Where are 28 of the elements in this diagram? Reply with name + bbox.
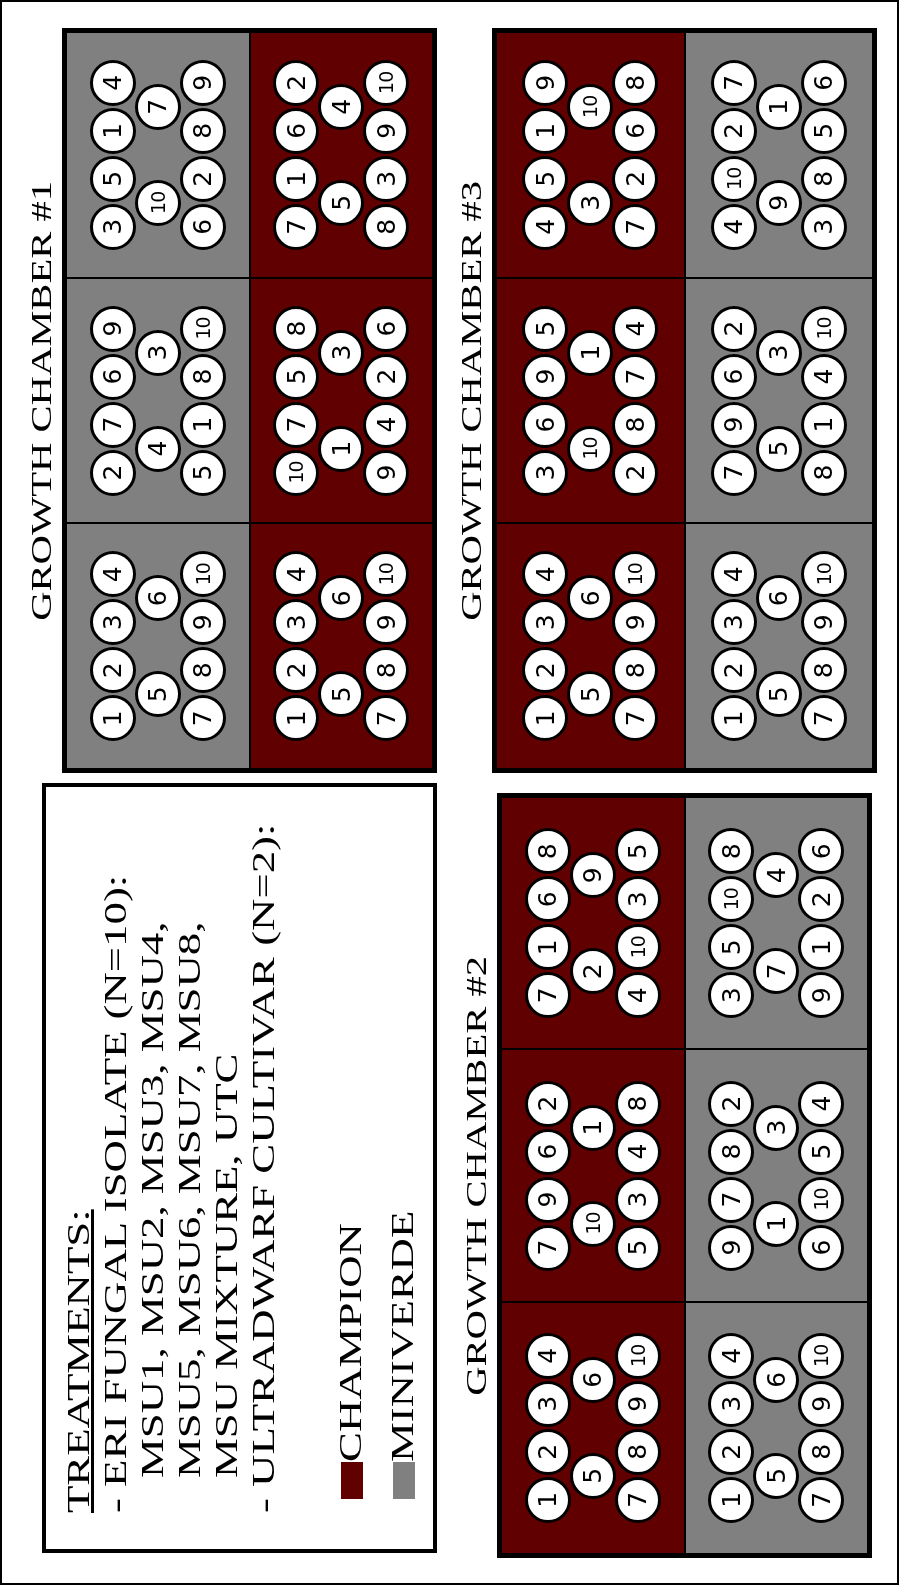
legend-label: MINIVERDE [386,1210,418,1462]
tray-cell [685,1050,867,1301]
treatment-text: TREATMENTS: [60,1209,97,1513]
tray-cell [502,1050,684,1301]
tray-cell [497,524,684,768]
tray-cell [67,33,249,277]
treatments-panel [42,783,437,1553]
tray-cell [502,1302,684,1553]
tray-cell [250,33,432,277]
legend-label: CHAMPION [334,1223,366,1462]
treatment-text: - ERI FUNGAL ISOLATE (N=10): [97,874,134,1513]
tray-cell [685,798,867,1049]
tray-cell [497,278,684,523]
tray-cell [67,278,249,523]
tray-cell [250,524,432,768]
chamber-title: GROWTH CHAMBER #1 [26,180,56,621]
tray-cell [685,1302,867,1553]
tray-cell [250,278,432,523]
treatment-text: MSU1, MSU2, MSU3, MSU4, MSU5, MSU6, MSU7, MSU8, MSU MIXTURE, UTC [134,920,245,1480]
tray-cell [685,33,872,277]
treatment-text: - ULTRADWARF CULTIVAR (N=2): [245,823,282,1513]
tray-cell [497,33,684,277]
chamber-title: GROWTH CHAMBER #3 [456,180,486,621]
chamber-title: GROWTH CHAMBER #2 [461,955,491,1396]
tray-cell [685,278,872,523]
tray-cell [685,524,872,768]
tray-cell [502,798,684,1049]
tray-cell [67,524,249,768]
